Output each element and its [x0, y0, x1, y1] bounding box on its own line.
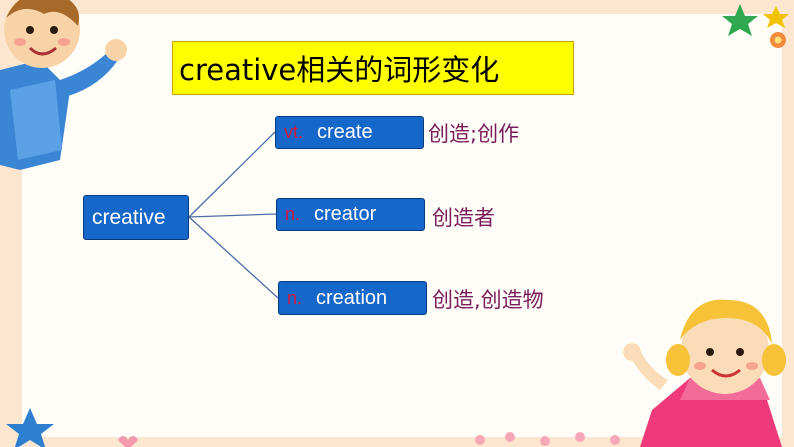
branch-word: create — [317, 121, 373, 143]
branch-meaning: 创造;创作 — [428, 122, 520, 146]
slide-title: creative相关的词形变化 — [179, 53, 500, 87]
border-bottom — [0, 437, 794, 447]
part-of-speech: n. — [285, 204, 301, 224]
title-box: creative相关的词形变化 — [172, 41, 574, 95]
branch-meaning: 创造者 — [432, 206, 495, 230]
part-of-speech: n. — [287, 287, 303, 308]
flower-icon — [770, 32, 786, 48]
star-icon — [6, 408, 54, 447]
branch-node: vt. create — [275, 116, 424, 149]
branch-word: creator — [314, 203, 377, 225]
branch-word: creation — [316, 286, 388, 309]
branch-meaning: 创造,创造物 — [432, 288, 544, 312]
girl-cartoon — [623, 299, 786, 447]
part-of-speech: vt. — [284, 122, 304, 142]
border-top — [0, 0, 794, 14]
root-word: creative — [92, 205, 166, 229]
branch-node: n. creator — [276, 198, 425, 231]
heart-row — [475, 432, 620, 446]
border-right — [782, 0, 794, 447]
branch-node: n. creation — [278, 281, 427, 315]
heart-icon — [118, 436, 138, 447]
star-icon — [722, 4, 789, 36]
root-node: creative — [83, 195, 189, 240]
boy-cartoon — [0, 0, 127, 170]
connector-lines — [188, 131, 279, 299]
